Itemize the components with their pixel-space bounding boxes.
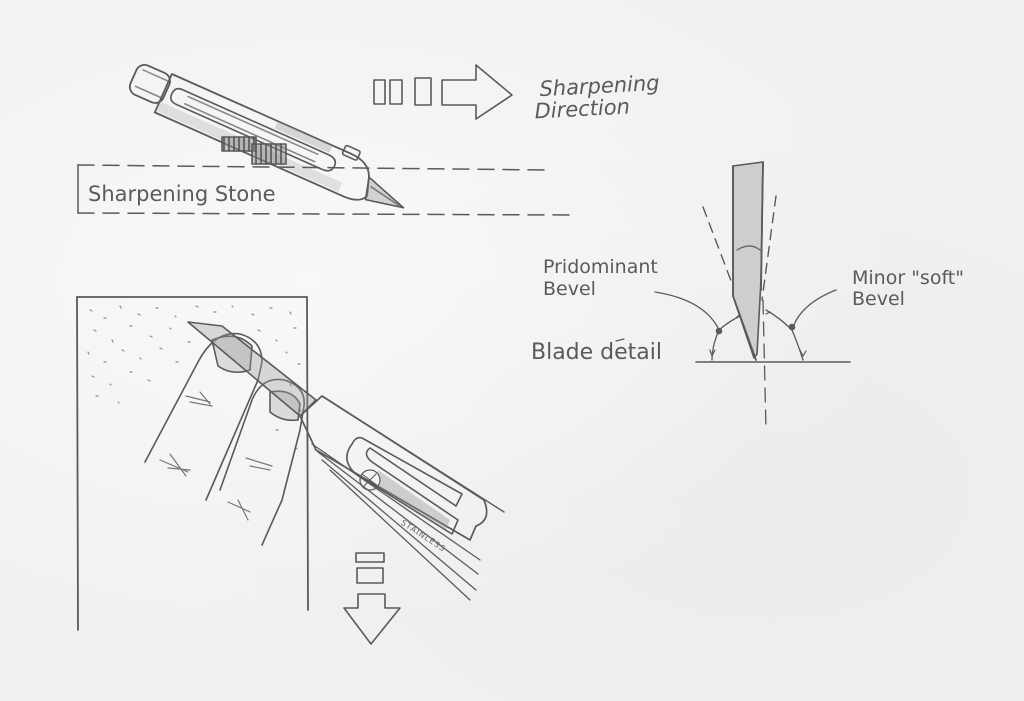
- top-knife-illustration: [128, 63, 405, 209]
- sharpening-direction-label: Sharpening Direction: [534, 71, 661, 124]
- blade-detail-title: Blade detail: [531, 340, 663, 365]
- arrow-down-icon: [343, 552, 401, 645]
- minor-soft-bevel-line2: Bevel: [852, 288, 905, 310]
- sharpening-stone-label: Sharpening Stone: [88, 182, 276, 206]
- bottom-knife-illustration: [76, 296, 505, 631]
- predominant-bevel-line2: Bevel: [543, 278, 596, 300]
- thumbwheel: [221, 136, 287, 165]
- sharpening-stone-outline: [77, 164, 571, 216]
- minor-soft-bevel-line1: Minor "soft": [852, 267, 964, 289]
- arrow-right-icon: [373, 64, 513, 120]
- blade-detail-diagram: [615, 161, 851, 431]
- predominant-bevel-line1: Pridominant: [543, 256, 658, 278]
- predominant-bevel-label: Pridominant Bevel: [543, 256, 658, 300]
- minor-soft-bevel-label: Minor "soft" Bevel: [852, 268, 964, 310]
